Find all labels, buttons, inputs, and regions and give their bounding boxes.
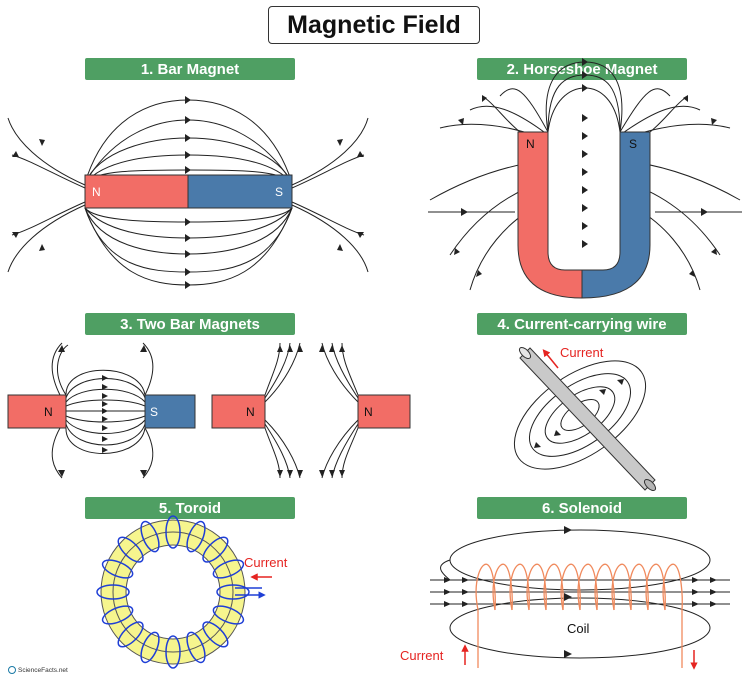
wire-current-label: Current [560, 345, 604, 360]
solenoid-coil-turn [577, 563, 598, 611]
toroid-winding-loop [202, 536, 229, 563]
attracting-north-magnet [7, 394, 67, 429]
solenoid-coil-turn [509, 563, 530, 611]
horseshoe-north-arm [517, 131, 583, 299]
attracting-s-label: S [150, 405, 158, 419]
repelling-left-n-label: N [246, 405, 255, 419]
solenoid-current-label: Current [400, 648, 444, 663]
toroid-winding-loop [117, 621, 144, 648]
current-carrying-wire [518, 346, 657, 492]
section-label-toroid: 5. Toroid [85, 497, 295, 519]
toroid-winding-loop [140, 631, 160, 664]
toroid-winding-loop [165, 515, 181, 549]
attracting-n-label: N [44, 405, 53, 419]
logo-text: ScienceFacts.net [18, 666, 68, 674]
toroid-winding-loop [101, 559, 134, 579]
horseshoe-arrowheads [454, 58, 717, 277]
horseshoe-s-label: S [629, 137, 637, 151]
sciencefacts-logo-icon [8, 666, 16, 674]
wire-current-arrow [542, 349, 559, 369]
toroid-winding-loop [186, 631, 206, 664]
repelling-field-lines [264, 342, 359, 479]
solenoid-coil-turn [628, 563, 649, 611]
bar-magnet-north-pole [84, 174, 189, 209]
solenoid-coil-turn [611, 563, 632, 611]
bar-magnet-n-label: N [92, 185, 101, 199]
toroid-winding-loop [101, 605, 134, 625]
solenoid-coil-label: Coil [567, 621, 590, 636]
wire-field-arrowheads [534, 379, 624, 448]
toroid-winding-loop [140, 520, 160, 553]
bar-magnet-s-label: S [275, 185, 283, 199]
horseshoe-field-lines [428, 61, 742, 291]
repelling-right-n-label: N [364, 405, 373, 419]
toroid-winding-loop [186, 520, 206, 553]
solenoid-coil-turn [526, 563, 547, 611]
toroid-winding-loop [202, 621, 229, 648]
page-title: Magnetic Field [268, 6, 480, 44]
section-label-two-bar-magnets: 3. Two Bar Magnets [85, 313, 295, 335]
solenoid-arrowheads [444, 526, 717, 658]
section-label-solenoid: 6. Solenoid [477, 497, 687, 519]
toroid-winding-loop [117, 536, 144, 563]
section-label-bar-magnet: 1. Bar Magnet [85, 58, 295, 80]
toroid-winding-loop [96, 584, 130, 600]
toroid-ring [100, 519, 246, 665]
solenoid-coil-turn [543, 563, 564, 611]
horseshoe-n-label: N [526, 137, 535, 151]
toroid-current-label: Current [244, 555, 288, 570]
repelling-north-magnet-left [211, 394, 266, 429]
solenoid-coil-turn [475, 563, 496, 611]
solenoid-coil-turn [645, 563, 666, 611]
toroid-winding-loop [212, 605, 245, 625]
toroid-winding-loop [216, 584, 250, 600]
solenoid-coil [475, 563, 683, 611]
section-label-horseshoe-magnet: 2. Horseshoe Magnet [477, 58, 687, 80]
section-label-current-wire: 4. Current-carrying wire [477, 313, 687, 335]
toroid-winding [96, 515, 250, 669]
bar-magnet-south-pole [187, 174, 293, 209]
repelling-north-magnet-right [357, 394, 411, 429]
sciencefacts-logo: ScienceFacts.net [8, 666, 68, 674]
solenoid-coil-turn [492, 563, 513, 611]
horseshoe-south-arm [581, 131, 651, 299]
attracting-south-magnet [144, 394, 196, 429]
solenoid-coil-turn [560, 563, 581, 611]
toroid-winding-loop [212, 559, 245, 579]
toroid-winding-loop [165, 635, 181, 669]
solenoid-coil-turn [594, 563, 615, 611]
solenoid-coil-turn [662, 563, 683, 611]
two-magnets-arrowheads [58, 345, 345, 477]
bar-magnet-arrowheads [12, 96, 364, 289]
